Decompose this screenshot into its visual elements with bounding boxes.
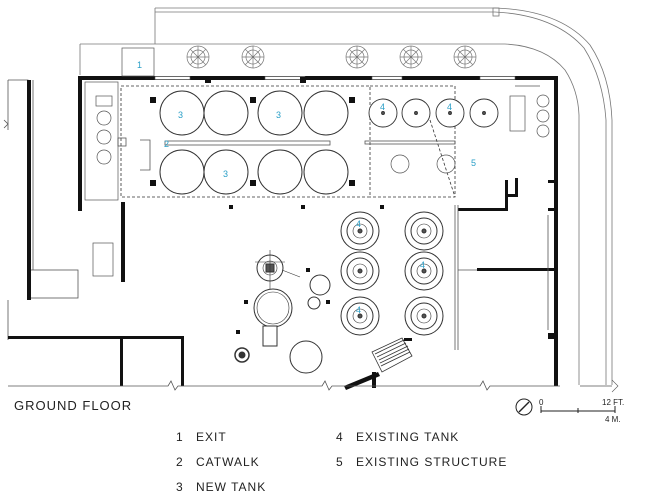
tree-icon — [241, 45, 265, 69]
exit-stair — [121, 47, 155, 77]
street-curb — [79, 7, 613, 385]
plan-title: GROUND FLOOR — [14, 398, 132, 413]
north-arrow-icon — [515, 398, 533, 416]
scale-meters: 4 M. — [605, 415, 621, 424]
catwalk — [117, 137, 456, 171]
legend-label: EXIT — [196, 430, 227, 444]
callout-new-tank: 3 — [223, 169, 228, 179]
exterior-walls — [8, 76, 558, 386]
legend-num: 4 — [336, 430, 344, 444]
legend: 1 EXIT 2 CATWALK 3 NEW TANK 4 EXISTING T… — [176, 430, 507, 494]
left-service-strip — [84, 81, 119, 277]
callout-existing-tank: 4 — [380, 102, 385, 112]
center-equipment — [234, 250, 331, 374]
interior-lines-right — [454, 205, 549, 350]
new-tank — [257, 149, 303, 195]
adjacent-building-left — [3, 79, 79, 340]
callout-exit: 1 — [137, 60, 142, 70]
wall — [27, 80, 31, 300]
callout-existing-tank: 4 — [356, 305, 361, 315]
entry-stair — [371, 337, 413, 373]
trees — [186, 45, 477, 69]
callout-new-tank: 3 — [276, 110, 281, 120]
legend-label: EXISTING TANK — [356, 430, 459, 444]
existing-tank — [340, 251, 380, 291]
new-tanks — [159, 90, 349, 195]
small-columns — [229, 205, 384, 334]
callout-existing-tank: 4 — [356, 219, 361, 229]
columns — [150, 77, 355, 186]
tree-icon — [399, 45, 423, 69]
legend-label: NEW TANK — [196, 480, 266, 494]
existing-tank — [404, 251, 444, 291]
existing-tank — [404, 211, 444, 251]
legend-num: 5 — [336, 455, 344, 469]
window-marks — [154, 76, 516, 80]
callout-new-tank: 3 — [178, 110, 183, 120]
new-tank — [203, 149, 249, 195]
legend-num: 3 — [176, 480, 184, 494]
tree-icon — [453, 45, 477, 69]
new-tank — [159, 149, 205, 195]
scale-feet: 12 FT. — [602, 398, 624, 407]
tree-icon — [186, 45, 210, 69]
interior-walls-right — [458, 178, 554, 339]
callout-existing-tank: 4 — [447, 102, 452, 112]
existing-tanks-grid — [340, 211, 444, 336]
legend-num: 1 — [176, 430, 184, 444]
existing-tanks-top — [368, 98, 499, 128]
existing-tank — [340, 211, 380, 251]
callout-catwalk: 2 — [164, 139, 169, 149]
legend-num: 2 — [176, 455, 184, 469]
tree-icon — [345, 45, 369, 69]
legend-label: CATWALK — [196, 455, 260, 469]
scale-zero: 0 — [539, 398, 544, 407]
entry-walls — [344, 338, 412, 390]
existing-tank — [404, 296, 444, 336]
callout-existing-structure: 5 — [471, 158, 476, 168]
new-tank — [203, 90, 249, 136]
existing-tank — [340, 296, 380, 336]
right-equipment — [390, 85, 550, 174]
legend-label: EXISTING STRUCTURE — [356, 455, 507, 469]
new-tank — [257, 90, 303, 136]
scale-bar — [540, 406, 616, 413]
new-tank — [303, 149, 349, 195]
new-tank — [303, 90, 349, 136]
ground-line — [8, 379, 619, 393]
callout-existing-tank: 4 — [420, 260, 425, 270]
